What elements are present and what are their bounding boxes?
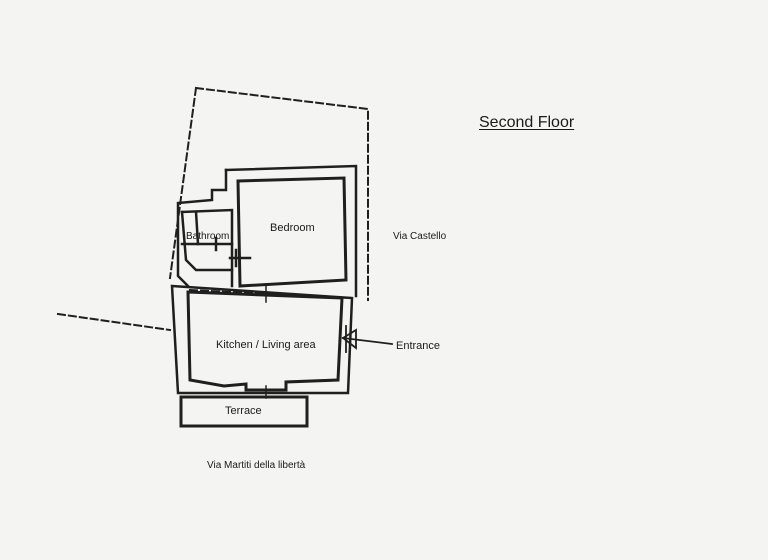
kitchen-outer-wall — [170, 284, 354, 395]
entrance-arrow — [341, 325, 394, 353]
room-label-bathroom: Bathroom — [186, 231, 230, 242]
street-label-east: Via Castello — [393, 231, 447, 242]
entrance-label: Entrance — [396, 340, 441, 352]
upper-outer-wall — [224, 164, 358, 298]
boundary-line-west — [56, 312, 172, 332]
room-label-terrace: Terrace — [225, 405, 262, 417]
plot-boundary-dashed — [168, 86, 369, 301]
room-label-kitchen-living: Kitchen / Living area — [216, 339, 316, 351]
street-label-south: Via Martiti della libertà — [207, 460, 306, 471]
kitchen-inner-wall — [186, 290, 344, 392]
terrace-wall — [179, 395, 309, 428]
bathroom-wall — [180, 208, 252, 288]
bedroom-wall — [236, 176, 348, 288]
room-label-bedroom: Bedroom — [270, 222, 315, 234]
plan-title: Second Floor — [479, 114, 575, 131]
